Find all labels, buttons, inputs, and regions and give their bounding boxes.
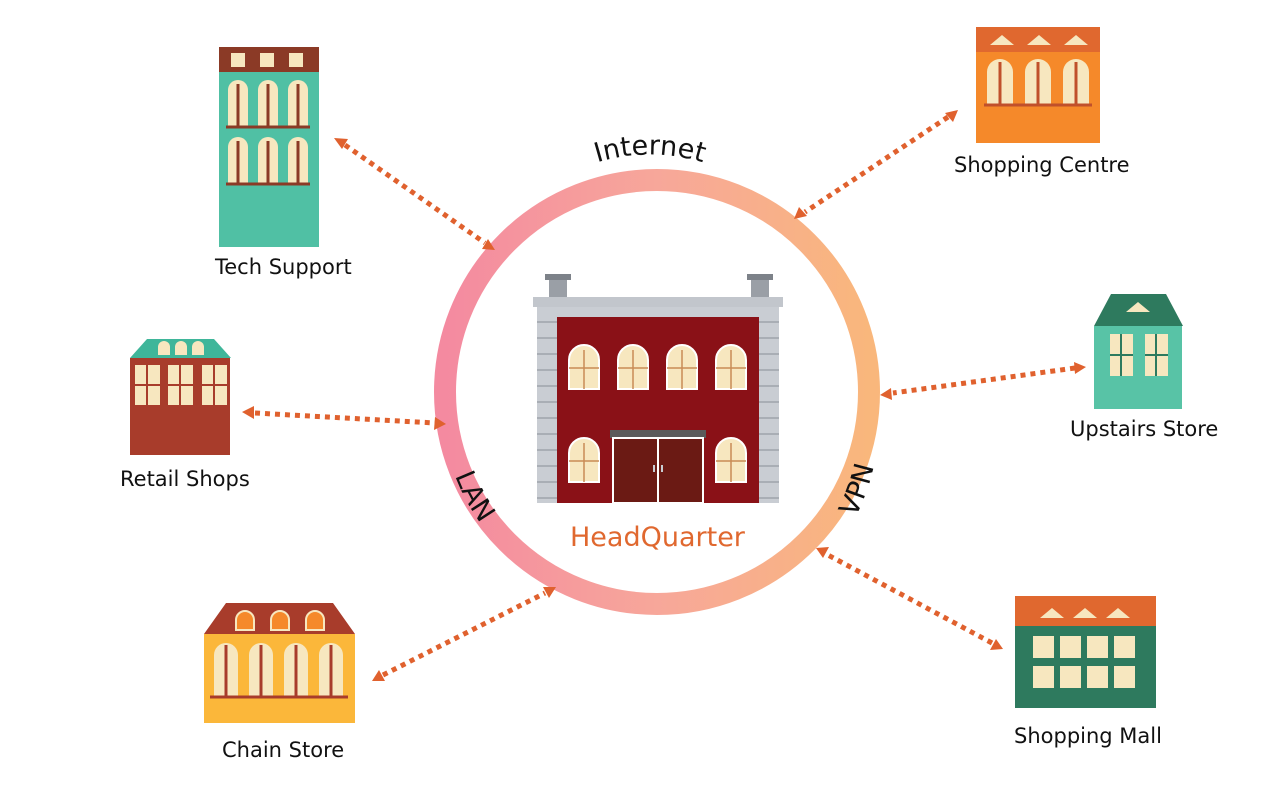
connector-shopping-mall (826, 552, 994, 646)
label-shopping-mall: Shopping Mall (1014, 724, 1162, 748)
arrowhead (242, 406, 254, 419)
label-tech-support: Tech Support (215, 255, 352, 279)
label-shopping-centre: Shopping Centre (954, 153, 1130, 177)
arrowhead (1074, 362, 1086, 374)
retail-shops-building-icon (130, 339, 231, 455)
headquarter-building-icon (533, 274, 783, 504)
arrowhead (372, 670, 385, 681)
label-upstairs-store: Upstairs Store (1070, 417, 1219, 441)
arrowhead (794, 207, 807, 219)
tech-support-building-icon (219, 47, 319, 247)
ring-label-internet: Internet (591, 130, 710, 169)
network-ring (434, 169, 880, 615)
connector-tech-support (343, 142, 487, 246)
connector-shopping-centre (803, 114, 950, 215)
arrowhead (434, 417, 446, 430)
shopping-mall-building-icon (1015, 596, 1156, 708)
arrowhead (543, 587, 556, 598)
connector-retail-shops (254, 410, 436, 426)
upstairs-store-building-icon (1094, 294, 1183, 409)
connector-arrowheads (242, 110, 1086, 681)
label-chain-store: Chain Store (222, 738, 345, 762)
arrowhead (945, 110, 958, 122)
connector-chain-store (381, 590, 547, 678)
arrowhead (334, 138, 348, 149)
arrowhead (880, 388, 892, 400)
arrowhead (816, 547, 829, 558)
label-headquarter: HeadQuarter (570, 522, 745, 553)
connectors (254, 114, 1076, 678)
shopping-centre-building-icon (976, 27, 1100, 143)
label-retail-shops: Retail Shops (120, 467, 250, 491)
chain-store-building-icon (204, 603, 355, 723)
connector-upstairs-store (892, 365, 1076, 396)
arrowhead (990, 639, 1003, 650)
arrowhead (482, 239, 495, 250)
